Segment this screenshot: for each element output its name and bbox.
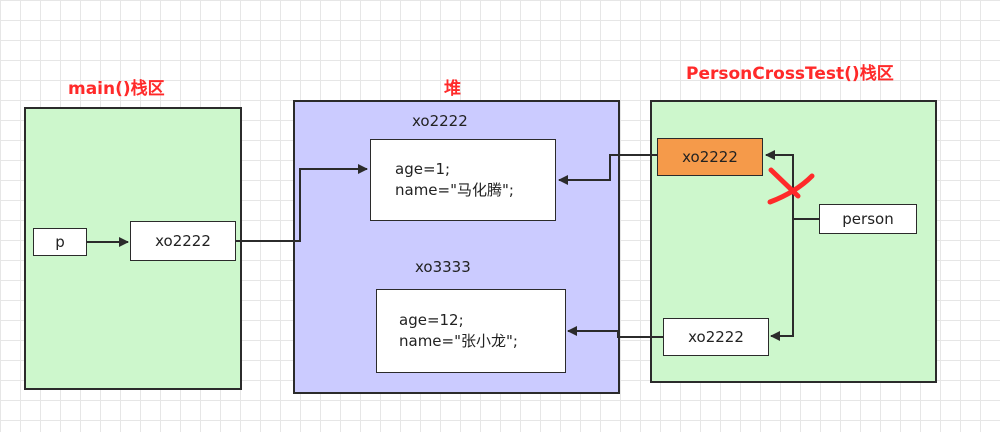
person-new-ref-box: xo2222 [663, 318, 769, 356]
arrow-main-ref-to-obj1 [236, 164, 368, 242]
heap-obj1-line2: name="马化腾"; [395, 181, 514, 199]
arrow-new-ref-to-obj2 [567, 326, 663, 338]
red-cross-mark-icon [767, 167, 815, 205]
heap-obj1-line1: age=1; [395, 160, 451, 178]
main-stack-title: main()栈区 [68, 79, 165, 99]
heap-obj1-address: xo2222 [412, 112, 468, 130]
arrow-person-to-new-ref [770, 218, 819, 341]
heap-title: 堆 [444, 79, 461, 99]
person-old-ref-box: xo2222 [657, 138, 763, 176]
arrow-old-ref-to-obj1 [558, 154, 657, 185]
var-p-box: p [33, 228, 87, 256]
arrow-person-to-old-ref [765, 150, 819, 220]
heap-obj2: age=12; name="张小龙"; [376, 289, 566, 373]
heap-obj2-line1: age=12; [399, 311, 464, 329]
heap-obj2-address: xo3333 [415, 258, 471, 276]
main-ref-box: xo2222 [130, 221, 236, 261]
heap-obj1: age=1; name="马化腾"; [370, 139, 556, 221]
person-var-box: person [819, 204, 917, 234]
person-stack-title: PersonCrossTest()栈区 [686, 64, 894, 84]
heap-obj2-line2: name="张小龙"; [399, 332, 518, 350]
